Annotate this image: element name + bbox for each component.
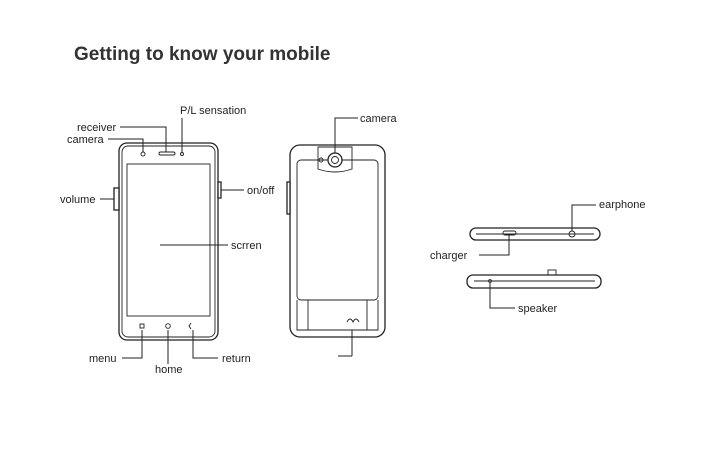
power-button	[218, 182, 221, 198]
return-label: return	[222, 353, 251, 365]
back-camera-label: camera	[360, 113, 398, 125]
phone-top-edge-view	[470, 228, 600, 240]
bottom-edge-notch	[548, 270, 556, 275]
volume-label: volume	[60, 194, 95, 206]
speaker-label: speaker	[518, 303, 557, 315]
back-body	[290, 145, 385, 337]
back-side-button	[287, 182, 290, 214]
edge-callouts: earphone charger speaker	[430, 199, 646, 315]
earphone-leader	[572, 205, 596, 231]
earphone-label: earphone	[599, 199, 646, 211]
charger-label: charger	[430, 250, 468, 262]
menu-label: menu	[89, 353, 117, 365]
phone-back-view	[287, 145, 385, 337]
pl-sensation-label: P/L sensation	[180, 105, 246, 117]
volume-button	[114, 188, 119, 210]
on-off-label: on/off	[247, 185, 275, 197]
bottom-edge-body	[467, 275, 601, 288]
receiver-label: receiver	[77, 122, 116, 134]
front-body	[119, 143, 218, 340]
phone-bottom-edge-view	[467, 270, 601, 288]
phone-front-view	[114, 143, 221, 340]
home-label: home	[155, 364, 183, 376]
back-camera-lens-outer	[328, 153, 342, 167]
screen-label: scrren	[231, 240, 262, 252]
front-camera-label: camera	[67, 134, 105, 146]
